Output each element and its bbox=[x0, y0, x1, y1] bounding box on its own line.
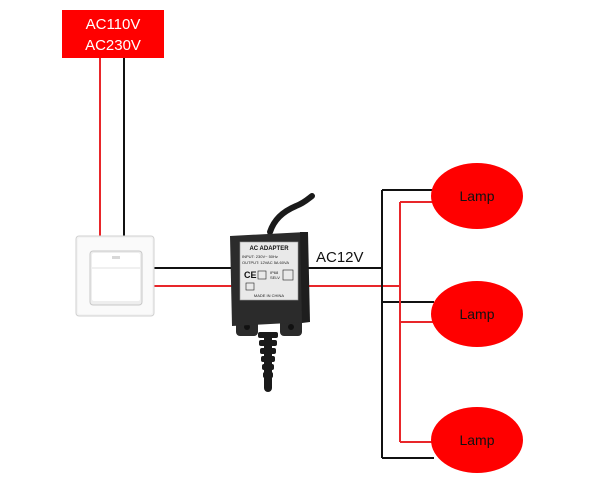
adapter-title: AC ADAPTER bbox=[249, 246, 289, 252]
lamp-2-label: Lamp bbox=[459, 306, 494, 322]
lamp-icon bbox=[431, 163, 523, 229]
wires bbox=[99, 58, 434, 459]
adapter-brand: SELV bbox=[270, 275, 280, 280]
adapter-input: INPUT: 230V~ 50Hz bbox=[242, 254, 278, 259]
lamp-1-label: Lamp bbox=[459, 188, 494, 204]
adapter-rating: IP68 bbox=[270, 270, 279, 275]
lamp-2: Lamp bbox=[431, 281, 523, 347]
wall-switch-icon bbox=[75, 235, 155, 317]
adapter-origin: MADE IN CHINA bbox=[254, 293, 285, 298]
adapter-ce-mark: CE bbox=[244, 270, 257, 280]
adapter-output: OUTPUT: 12VAC 5A 60VA bbox=[242, 260, 289, 265]
lamp-1: Lamp bbox=[431, 163, 523, 229]
lamp-3-label: Lamp bbox=[459, 432, 494, 448]
power-source-box: AC110V AC230V bbox=[62, 10, 164, 58]
adapter-transformer-icon bbox=[282, 269, 294, 281]
ac-adapter-icon: AC ADAPTER INPUT: 230V~ 50Hz OUTPUT: 12V… bbox=[230, 193, 315, 392]
lamp-3: Lamp bbox=[431, 407, 523, 473]
lamp-icon bbox=[431, 407, 523, 473]
adapter-class-icon bbox=[245, 282, 255, 291]
adapter-symbol-icon bbox=[257, 270, 267, 280]
power-source-line1: AC110V bbox=[86, 16, 141, 33]
power-source-line2: AC230V bbox=[85, 37, 141, 54]
lamp-icon bbox=[431, 281, 523, 347]
output-voltage-label: AC12V bbox=[316, 249, 364, 266]
